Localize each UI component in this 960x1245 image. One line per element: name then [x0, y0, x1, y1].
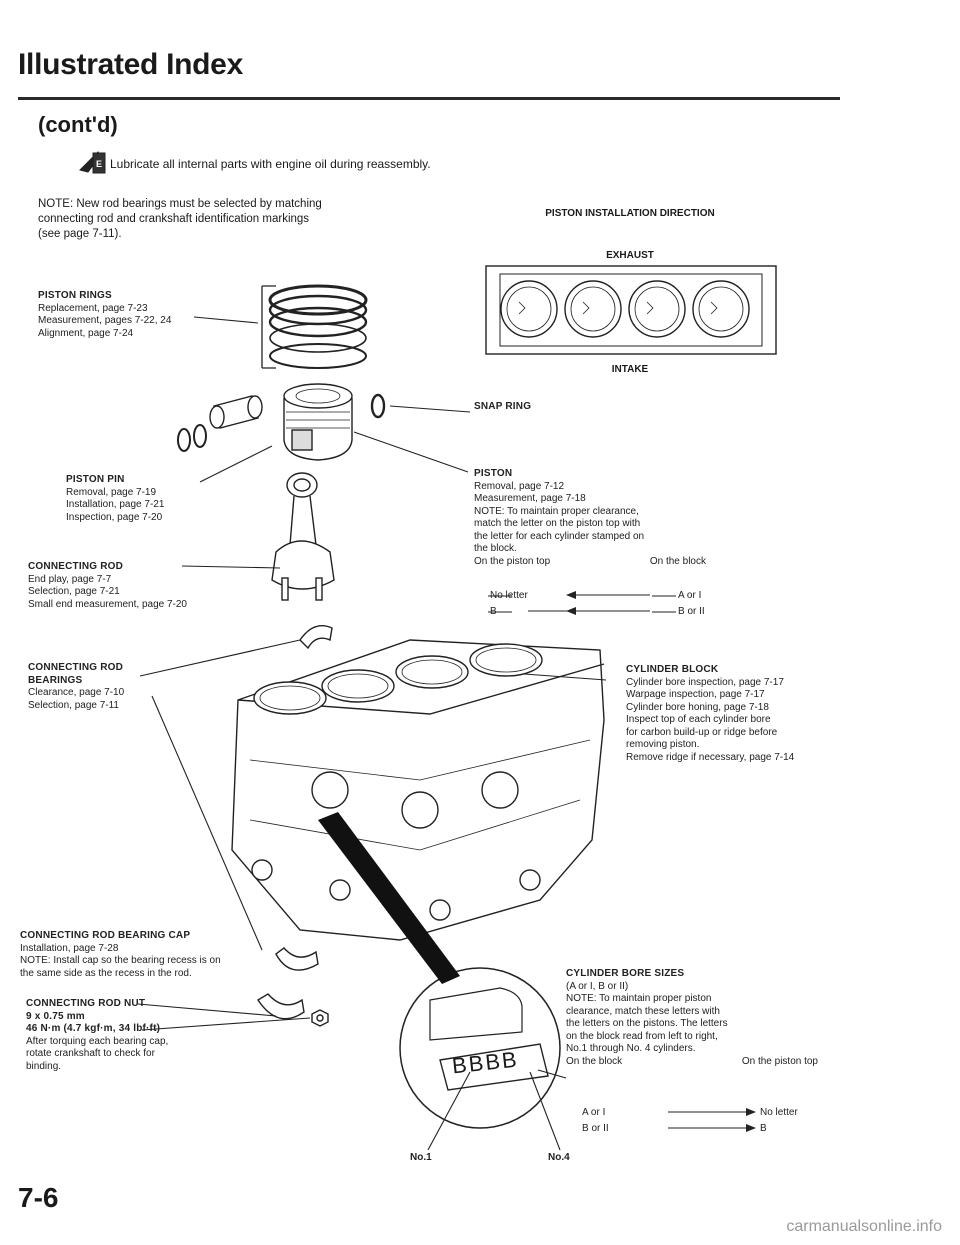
piston-table-r2a: B	[490, 606, 497, 617]
zoom-pointer	[318, 812, 460, 984]
bearing-cap-drawing	[257, 947, 329, 1027]
cylinder-no4-label: No.4	[548, 1152, 570, 1163]
piston-table-r1b: A or I	[678, 590, 702, 601]
note-line: (see page 7-11).	[38, 228, 122, 240]
table-arrow-lines	[528, 594, 748, 1129]
watermark: carmanualsonline.info	[786, 1218, 942, 1235]
svg-text:E: E	[96, 159, 102, 169]
bore-table-r1a: A or I	[582, 1107, 606, 1118]
title-rule	[18, 97, 840, 100]
leader-lines	[137, 316, 676, 1151]
rod-nut-callout: CONNECTING ROD NUT 9 x 0.75 mm 46 N·m (4…	[26, 998, 169, 1072]
piston-direction-diagram	[485, 265, 777, 355]
piston-table-r1a: No letter	[490, 590, 528, 601]
bore-table-r2b: B	[760, 1123, 767, 1134]
piston-pin-callout: PISTON PIN Removal, page 7-19 Installati…	[66, 474, 165, 523]
bore-sizes-callout: CYLINDER BORE SIZES (A or I, B or II) NO…	[566, 968, 818, 1067]
bearing-note: NOTE: New rod bearings must be selected …	[38, 197, 418, 242]
piston-rings-callout: PISTON RINGS Replacement, page 7-23 Meas…	[38, 290, 172, 339]
bearing-cap-callout: CONNECTING ROD BEARING CAP Installation,…	[20, 930, 221, 979]
note-line: NOTE: New rod bearings must be selected …	[38, 198, 322, 210]
page-title: Illustrated Index	[18, 48, 243, 81]
piston-table-r2b: B or II	[678, 606, 705, 617]
oil-can-icon: E	[79, 151, 106, 174]
piston-pin-drawing	[177, 393, 386, 452]
note-line: connecting rod and crankshaft identifica…	[38, 213, 310, 225]
intake-label: INTAKE	[611, 364, 649, 375]
piston-rings-drawing	[261, 284, 368, 369]
zoom-detail-circle	[399, 967, 561, 1129]
bore-table-r1b: No letter	[760, 1107, 798, 1118]
cylinder-no1-label: No.1	[410, 1152, 432, 1163]
bore-table-r2a: B or II	[582, 1123, 609, 1134]
connecting-rod-drawing	[271, 472, 335, 601]
snap-ring-label: SNAP RING	[474, 401, 532, 412]
piston-direction-heading: PISTON INSTALLATION DIRECTION	[545, 208, 715, 219]
lubricate-note: Lubricate all internal parts with engine…	[110, 157, 431, 171]
rod-bearings-callout: CONNECTING ROD BEARINGS Clearance, page …	[28, 662, 125, 711]
engine-block-drawing	[231, 639, 605, 941]
rod-bearing-upper-drawing	[299, 625, 333, 650]
cylinder-block-callout: CYLINDER BLOCK Cylinder bore inspection,…	[626, 664, 795, 763]
piston-callout: PISTON Removal, page 7-12 Measurement, p…	[474, 468, 706, 567]
piston-drawing	[283, 383, 353, 461]
exhaust-label: EXHAUST	[606, 250, 654, 261]
table-arrows	[566, 591, 756, 1132]
page-subtitle: (cont'd)	[38, 112, 118, 137]
page-number: 7-6	[18, 1182, 59, 1213]
connecting-rod-callout: CONNECTING ROD End play, page 7-7 Select…	[28, 561, 187, 610]
